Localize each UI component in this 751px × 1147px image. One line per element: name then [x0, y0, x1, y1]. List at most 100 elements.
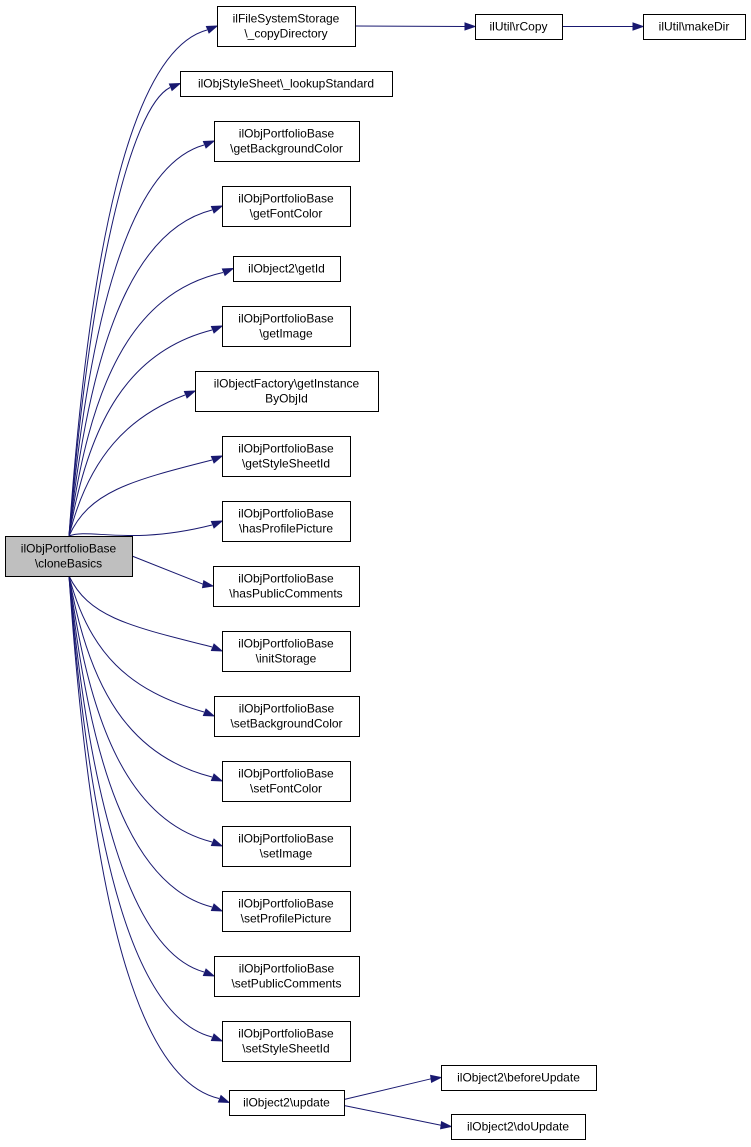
node-init-storage[interactable]: ilObjPortfolioBase\initStorage: [222, 631, 351, 672]
node-label: \getBackgroundColor: [230, 142, 343, 156]
node-lookup-standard[interactable]: ilObjStyleSheet\_lookupStandard: [180, 71, 393, 97]
node-box: [214, 696, 360, 737]
node-box: [222, 631, 351, 672]
node-set-public-comments[interactable]: ilObjPortfolioBase\setPublicComments: [214, 956, 360, 997]
node-set-background-color[interactable]: ilObjPortfolioBase\setBackgroundColor: [214, 696, 360, 737]
node-label: ilObjectFactory\getInstance: [214, 377, 360, 391]
node-label: \setBackgroundColor: [230, 717, 342, 731]
arrowhead-icon: [202, 968, 216, 977]
node-box: [222, 501, 351, 542]
node-box: [451, 1114, 586, 1140]
node-get-style-sheet-id[interactable]: ilObjPortfolioBase\getStyleSheetId: [222, 436, 351, 477]
node-label: ilObjPortfolioBase: [239, 962, 335, 976]
node-label: ilObjPortfolioBase: [238, 637, 334, 651]
node-get-font-color[interactable]: ilObjPortfolioBase\getFontColor: [222, 186, 351, 227]
call-edges: [68, 22, 645, 1130]
node-label: \getStyleSheetId: [242, 457, 330, 471]
node-set-font-color[interactable]: ilObjPortfolioBase\setFontColor: [222, 761, 351, 802]
node-box: [233, 256, 341, 282]
node-label: ilObject2\doUpdate: [467, 1120, 569, 1134]
node-label: \setStyleSheetId: [242, 1042, 329, 1056]
edge-clone_basics-to-get_id: [68, 267, 235, 537]
node-box: [217, 6, 356, 47]
arrowhead-icon: [205, 25, 219, 34]
node-label: ilFileSystemStorage: [233, 12, 340, 26]
arrowhead-icon: [440, 1121, 453, 1130]
edge-clone_basics-to-update: [68, 575, 231, 1104]
arrowhead-icon: [202, 708, 216, 717]
arrowhead-icon: [210, 773, 224, 782]
node-label: ilUtil\rCopy: [489, 20, 547, 34]
node-label: ilObject2\update: [243, 1096, 330, 1110]
edge-clone_basics-to-set_background_color: [68, 575, 216, 717]
arrowhead-icon: [632, 22, 645, 31]
node-set-profile-picture[interactable]: ilObjPortfolioBase\setProfilePicture: [222, 891, 351, 932]
node-label: ilObjPortfolioBase: [238, 507, 334, 521]
edge-clone_basics-to-get_style_sheet_id: [68, 455, 224, 537]
node-label: ByObjId: [265, 392, 308, 406]
edge-update-to-do_update: [343, 1105, 453, 1130]
node-clone-basics: ilObjPortfolioBase\cloneBasics: [5, 536, 133, 577]
node-has-profile-picture[interactable]: ilObjPortfolioBase\hasProfilePicture: [222, 501, 351, 542]
arrowhead-icon: [210, 838, 224, 847]
node-label: \_copyDirectory: [244, 27, 327, 41]
node-rcopy[interactable]: ilUtil\rCopy: [475, 14, 563, 40]
node-box: [5, 536, 133, 577]
node-label: ilObjStyleSheet\_lookupStandard: [198, 77, 374, 91]
node-box: [214, 121, 360, 162]
edge-clone_basics-to-set_public_comments: [68, 575, 216, 977]
node-set-style-sheet-id[interactable]: ilObjPortfolioBase\setStyleSheetId: [222, 1021, 351, 1062]
node-copy-directory[interactable]: ilFileSystemStorage\_copyDirectory: [217, 6, 356, 47]
node-get-image[interactable]: ilObjPortfolioBase\getImage: [222, 306, 351, 347]
node-label: \hasPublicComments: [229, 587, 342, 601]
arrowhead-icon: [202, 140, 216, 149]
arrowhead-icon: [464, 22, 477, 31]
node-update[interactable]: ilObject2\update: [229, 1090, 345, 1116]
node-label: ilObject2\getId: [248, 262, 325, 276]
node-label: \getFontColor: [250, 207, 323, 221]
edge-clone_basics-to-set_font_color: [68, 575, 224, 782]
node-do-update[interactable]: ilObject2\doUpdate: [451, 1114, 586, 1140]
node-before-update[interactable]: ilObject2\beforeUpdate: [441, 1065, 597, 1091]
node-get-background-color[interactable]: ilObjPortfolioBase\getBackgroundColor: [214, 121, 360, 162]
node-box: [222, 826, 351, 867]
node-label: ilObjPortfolioBase: [238, 312, 334, 326]
node-label: ilObjPortfolioBase: [238, 767, 334, 781]
edge-clone_basics-to-get_image: [68, 325, 224, 537]
node-box: [213, 566, 360, 607]
node-box: [475, 14, 563, 40]
node-label: ilObjPortfolioBase: [21, 542, 117, 556]
edge-clone_basics-to-get_font_color: [68, 205, 224, 537]
node-box: [222, 891, 351, 932]
arrowhead-icon: [210, 455, 224, 464]
edge-clone_basics-to-init_storage: [68, 575, 224, 652]
arrowhead-icon: [210, 1033, 224, 1042]
node-label: \setPublicComments: [231, 977, 341, 991]
node-box: [180, 71, 393, 97]
node-box: [229, 1090, 345, 1116]
arrowhead-icon: [430, 1074, 443, 1084]
edge-clone_basics-to-copy_directory: [68, 25, 219, 537]
edge-copy_directory-to-rcopy: [354, 22, 477, 31]
node-set-image[interactable]: ilObjPortfolioBase\setImage: [222, 826, 351, 867]
node-make-dir[interactable]: ilUtil\makeDir: [643, 14, 746, 40]
node-box: [195, 371, 379, 412]
node-has-public-comments[interactable]: ilObjPortfolioBase\hasPublicComments: [213, 566, 360, 607]
edge-clone_basics-to-set_image: [68, 575, 224, 847]
edge-rcopy-to-make_dir: [562, 22, 645, 31]
node-label: ilObjPortfolioBase: [239, 702, 335, 716]
node-label: ilObjPortfolioBase: [239, 127, 335, 141]
node-label: ilObject2\beforeUpdate: [457, 1071, 580, 1085]
node-box: [441, 1065, 597, 1091]
node-box: [222, 306, 351, 347]
node-box: [222, 186, 351, 227]
node-get-id[interactable]: ilObject2\getId: [233, 256, 341, 282]
arrowhead-icon: [210, 903, 224, 912]
edge-clone_basics-to-lookup_standard: [68, 82, 182, 537]
arrowhead-icon: [221, 267, 235, 277]
edge-clone_basics-to-has_public_comments: [131, 555, 215, 589]
edge-clone_basics-to-get_instance_by_obj_id: [68, 390, 197, 537]
arrowhead-icon: [210, 643, 224, 652]
node-label: ilUtil\makeDir: [659, 20, 730, 34]
